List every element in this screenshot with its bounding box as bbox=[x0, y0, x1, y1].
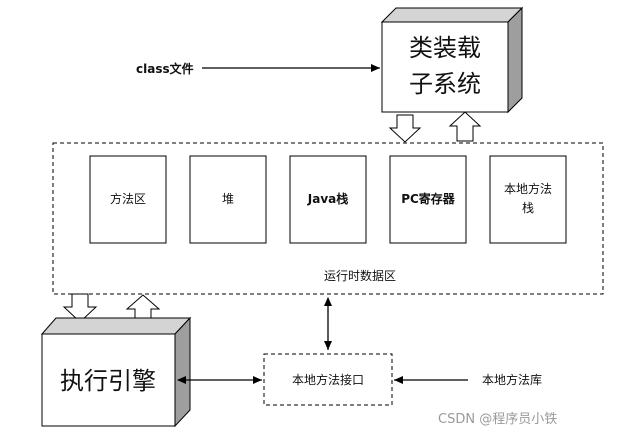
class-file-label: class文件 bbox=[136, 61, 194, 76]
watermark-text: CSDN @程序员小铁 bbox=[438, 412, 557, 427]
runtime-data-area-border bbox=[52, 142, 604, 295]
class-loader-label-line1: 类装载 bbox=[409, 34, 481, 62]
native-interface-box: 本地方法接口 bbox=[263, 353, 393, 406]
block-java-stack bbox=[289, 155, 367, 244]
runtime-data-area-label: 运行时数据区 bbox=[324, 268, 396, 283]
class-loader-top-face bbox=[380, 7, 524, 23]
loader-to-runtime-arrow bbox=[388, 114, 422, 143]
block-java-stack-label: Java栈 bbox=[307, 191, 348, 206]
runtime-to-loader-arrow bbox=[448, 111, 482, 142]
execution-engine-box: 执行引擎 bbox=[40, 316, 192, 428]
runtime-data-area: 方法区 堆 Java栈 PC寄存器 本地方法 栈 运行时数据区 bbox=[52, 142, 604, 295]
block-native-stack-label-line2: 栈 bbox=[522, 200, 534, 215]
native-library-label: 本地方法库 bbox=[482, 372, 542, 387]
execution-engine-front-face bbox=[41, 333, 176, 427]
class-loader-side-face bbox=[507, 6, 523, 114]
block-pc-register bbox=[389, 155, 467, 244]
class-file-input: class文件 bbox=[136, 61, 380, 76]
runtime-to-engine-arrow bbox=[62, 293, 98, 323]
execution-engine-side-face bbox=[174, 316, 191, 428]
block-heap-label: 堆 bbox=[222, 192, 234, 206]
block-native-stack bbox=[489, 155, 567, 244]
native-interface-label: 本地方法接口 bbox=[292, 372, 364, 387]
execution-engine-top-face bbox=[40, 317, 192, 335]
class-loader-box: 类装载 子系统 bbox=[380, 6, 524, 114]
block-native-stack-label-line1: 本地方法 bbox=[504, 181, 552, 196]
class-loader-front-face bbox=[381, 21, 509, 113]
block-pc-register-label: PC寄存器 bbox=[401, 191, 456, 206]
block-method-area-label: 方法区 bbox=[110, 191, 146, 206]
block-method-area bbox=[89, 155, 167, 244]
native-interface-border bbox=[263, 353, 393, 406]
class-loader-label-line2: 子系统 bbox=[409, 70, 481, 98]
block-heap bbox=[189, 155, 267, 244]
execution-engine-label: 执行引擎 bbox=[60, 367, 156, 395]
